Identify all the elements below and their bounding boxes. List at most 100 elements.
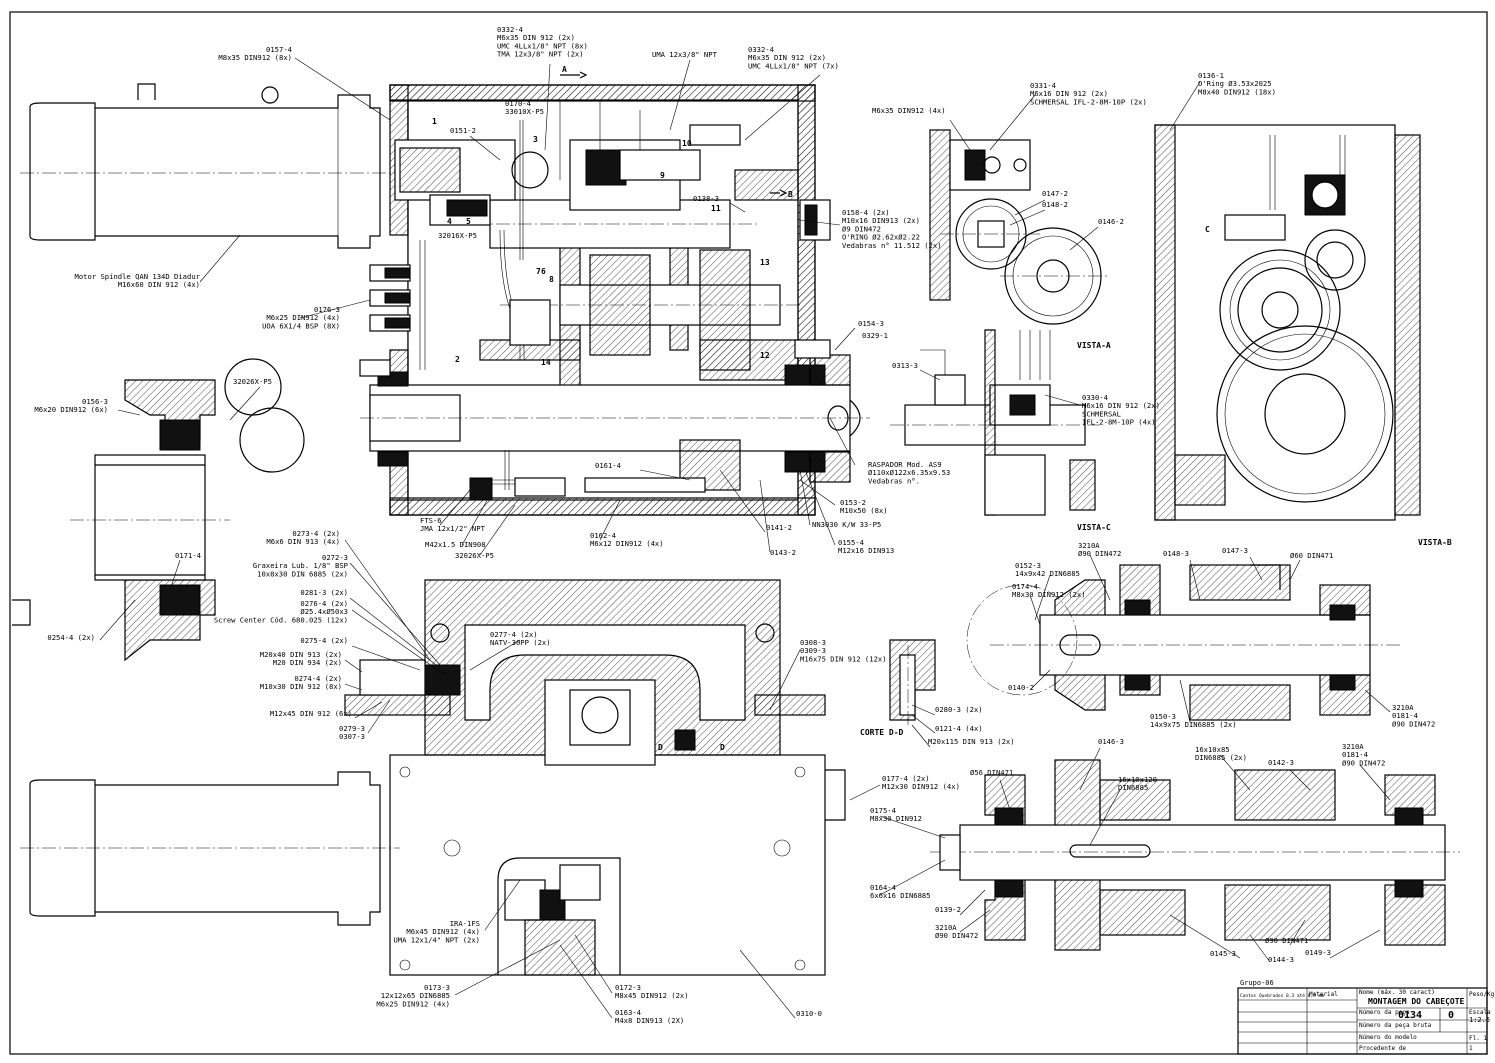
part-label-line: M6x35 DIN 912 (2x) bbox=[748, 53, 826, 62]
part-label-0160: Ø60 DIN471 bbox=[1290, 551, 1333, 560]
part-label-line: 0151-2 bbox=[450, 126, 476, 135]
leader-line bbox=[959, 889, 986, 916]
part-label-line: 14x9x42 DIN6885 bbox=[1015, 569, 1080, 578]
part-label-line: M6x35 DIN912 (4x) bbox=[872, 106, 946, 115]
part-label-line: Ø90 DIN472 bbox=[935, 931, 978, 940]
leader-line bbox=[1189, 559, 1201, 601]
part-label-line: 0309-3 bbox=[800, 646, 826, 655]
sheet-border bbox=[9, 11, 1488, 1055]
leader-line bbox=[829, 417, 856, 466]
part-label-0145: 0145-3 bbox=[1210, 949, 1236, 958]
item-callout: 5 bbox=[466, 217, 471, 226]
part-label-line: 3210A bbox=[1392, 703, 1414, 712]
leader-line bbox=[999, 779, 1011, 811]
leader-line bbox=[1289, 919, 1306, 946]
part-label-line: 0174-4 bbox=[1012, 582, 1038, 591]
part-label-m20: M20x40 DIN 913 (2x)M20 DIN 934 (2x) bbox=[260, 650, 342, 667]
part-label-line: 0143-2 bbox=[770, 548, 796, 557]
leader-line bbox=[169, 559, 181, 591]
part-label-line: 0332-4 bbox=[497, 25, 523, 34]
part-label-0147a: 0147-2 bbox=[1042, 189, 1068, 198]
spindle-housing-section bbox=[359, 71, 870, 516]
corte-dd-view bbox=[889, 639, 936, 725]
part-label-m12: M12x45 DIN 912 (6x) bbox=[270, 709, 352, 718]
item-callout: 4 bbox=[447, 217, 452, 226]
leader-line bbox=[1169, 81, 1201, 131]
part-label-line: M16x60 DIN 912 (4x) bbox=[118, 280, 200, 289]
part-label-line: Ø90 DIN472 bbox=[1392, 719, 1435, 728]
item-callout: 10 bbox=[682, 139, 692, 148]
part-label-line: 16x10x85 bbox=[1195, 745, 1230, 754]
part-label-line: 32026X-P5 bbox=[233, 377, 272, 386]
leader-line bbox=[799, 469, 811, 526]
part-label-line: 3210A bbox=[1078, 541, 1100, 550]
motor-bottom bbox=[20, 771, 400, 926]
leader-line bbox=[1089, 789, 1121, 846]
part-label-0254: 0254-4 (2x) bbox=[47, 633, 95, 642]
part-label-line: 0145-3 bbox=[1210, 949, 1236, 958]
part-label-32026b: 32026X-P5 bbox=[455, 551, 494, 560]
part-label-line: 0277-4 (2x) bbox=[490, 630, 538, 639]
leader-line bbox=[1029, 669, 1051, 691]
part-label-0151: 0151-2 bbox=[450, 126, 476, 135]
part-label-line: 0181-4 bbox=[1342, 750, 1368, 759]
part-label-line: M6x25 DIN912 (4x) bbox=[376, 999, 450, 1008]
part-label-90: Ø90 DIN471 bbox=[1265, 936, 1308, 945]
leader-line bbox=[351, 609, 446, 676]
part-label-0142: 0142-3 bbox=[1268, 758, 1294, 767]
name-header: Nome (máx. 30 caract) bbox=[1359, 989, 1435, 996]
leader-line bbox=[739, 949, 796, 1019]
leader-line bbox=[1289, 559, 1301, 581]
leader-line bbox=[804, 469, 836, 546]
part-label-line: 0146-2 bbox=[1098, 217, 1124, 226]
part-label-line: M6x25 DIN912 (4x) bbox=[266, 313, 340, 322]
leader-line bbox=[1079, 747, 1101, 791]
part-label-line: UMA 12x3/8" NPT bbox=[652, 50, 718, 59]
part-label-line: M6x20 DIN912 (6x) bbox=[34, 405, 108, 414]
sheet-number: Fl. 1 bbox=[1469, 1035, 1487, 1042]
part-label-line: 0276-4 (2x) bbox=[300, 599, 348, 608]
part-label-m42: M42x1.5 DIN908 bbox=[425, 540, 486, 549]
part-label-line: Graxeira Lub. 1/8" BSP bbox=[253, 561, 348, 570]
part-label-line: Vedabras n° 11.512 (2x) bbox=[842, 241, 942, 250]
part-label-line: 6x6x16 DIN6885 bbox=[870, 891, 931, 900]
part-label-line: 0329-1 bbox=[862, 331, 888, 340]
part-label-line: 0150-3 bbox=[1150, 712, 1176, 721]
item-callout: 2 bbox=[455, 355, 460, 364]
part-label-line: 0280-3 (2x) bbox=[935, 705, 983, 714]
part-label-line: 0146-3 bbox=[1098, 737, 1124, 746]
part-label-line: 0155-4 bbox=[838, 538, 864, 547]
part-label-line: M8x35 DIN912 (8x) bbox=[218, 53, 292, 62]
leader-line bbox=[99, 599, 136, 641]
leader-line bbox=[799, 219, 841, 226]
part-label-line: 0273-4 (2x) bbox=[292, 529, 340, 538]
view-labels: VISTA-A VISTA-B VISTA-C CORTE D-D A B C … bbox=[562, 65, 1452, 752]
part-label-line: Screw Center Cód. 680.025 (12x) bbox=[214, 615, 348, 624]
part-label-56: Ø56 DIN471 bbox=[970, 768, 1013, 777]
part-label-line: 0147-3 bbox=[1222, 546, 1248, 555]
part-label-line: Ø56 DIN471 bbox=[970, 768, 1013, 777]
part-label-line: 0175-4 bbox=[870, 806, 896, 815]
part-label-line: 0171-4 bbox=[175, 551, 201, 560]
part-label-line: 0170-4 bbox=[505, 99, 531, 108]
leader-line bbox=[199, 234, 241, 283]
leader-line bbox=[879, 815, 946, 839]
part-label-line: 0281-3 (2x) bbox=[300, 588, 348, 597]
item-callout: 14 bbox=[541, 358, 551, 367]
leader-line bbox=[354, 701, 383, 719]
view-label-vista-c: VISTA-C bbox=[1077, 523, 1111, 532]
part-label-line: 0144-3 bbox=[1268, 955, 1294, 964]
part-label-line: 0154-3 bbox=[858, 319, 884, 328]
